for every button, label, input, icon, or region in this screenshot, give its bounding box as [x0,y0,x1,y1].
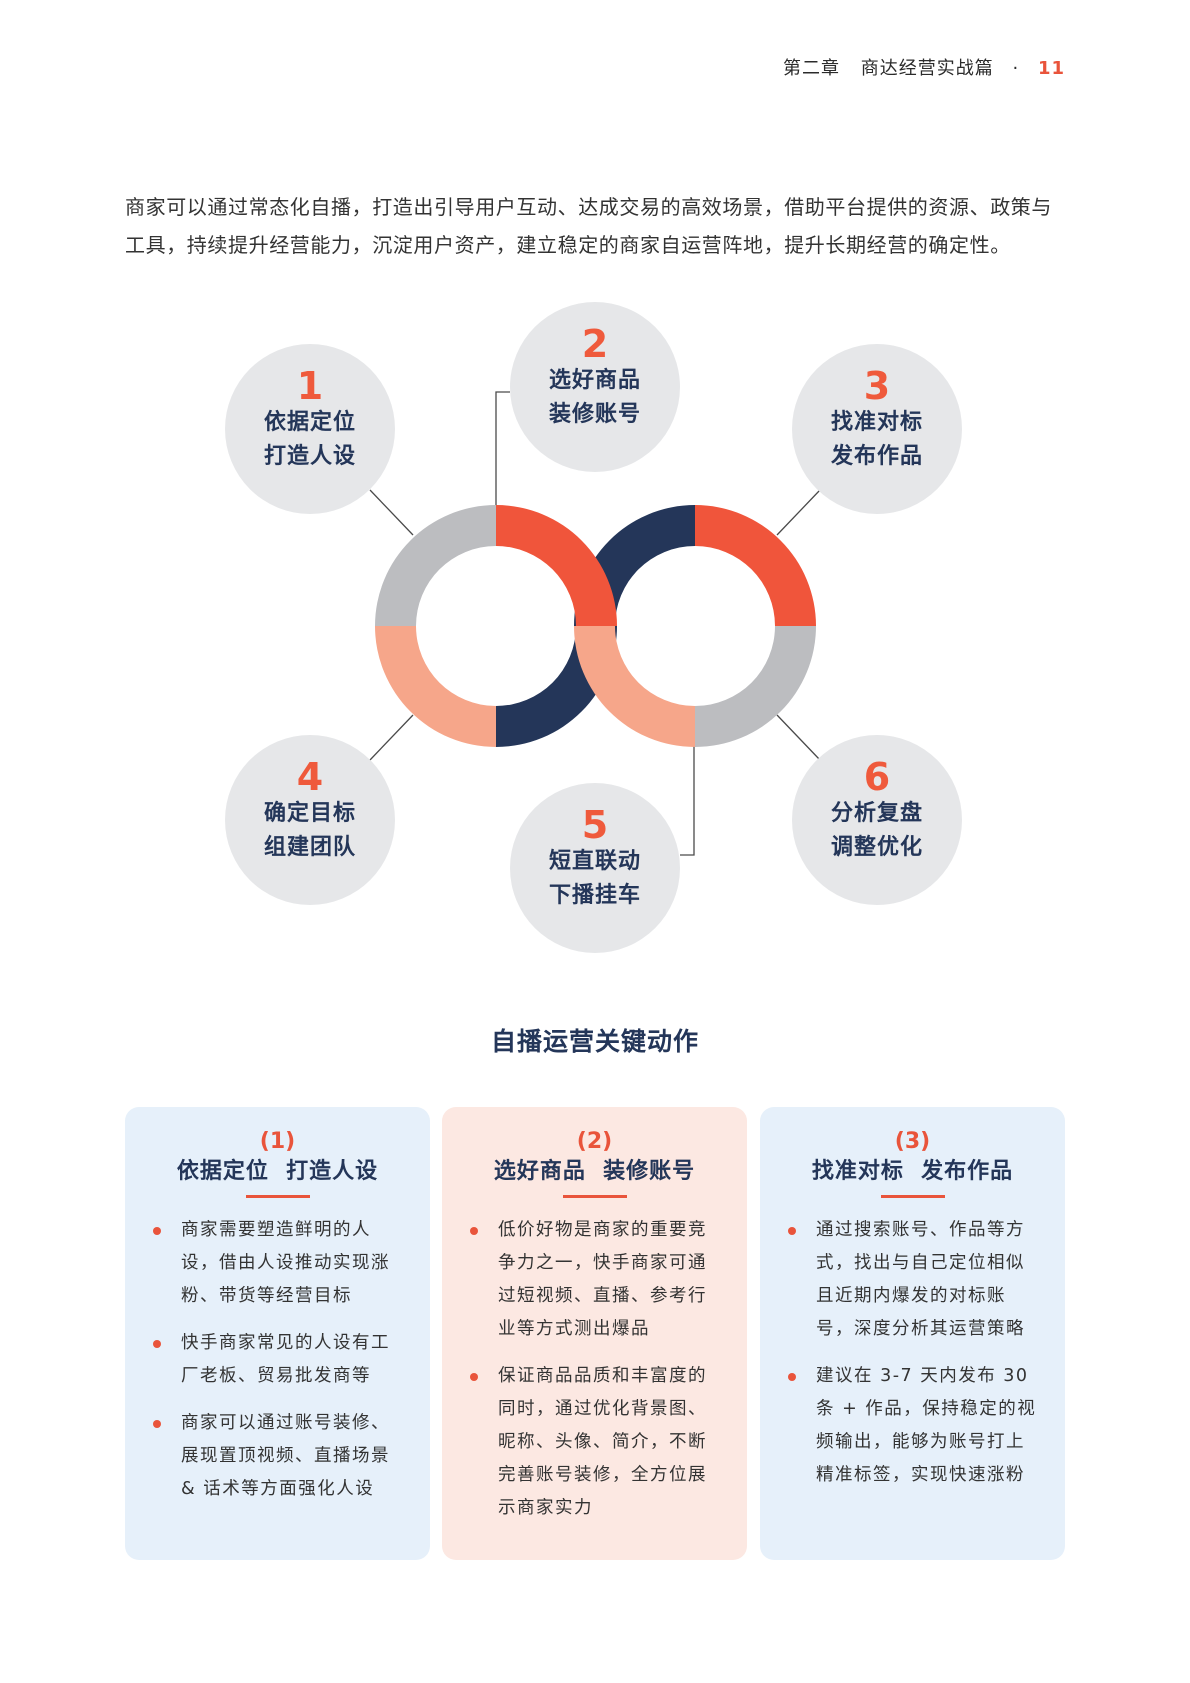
card-bullet: 保证商品品质和丰富度的同时，通过优化背景图、昵称、头像、简介，不断完善账号装修，… [464,1360,725,1525]
left-ring-red-segment [496,505,617,626]
card-number: (1) [259,1129,296,1154]
connector-2 [495,391,510,506]
step-label-line2: 下播挂车 [548,883,641,908]
step-bubble-6: 6 分析复盘 调整优化 [792,735,962,905]
step-label-line2: 打造人设 [263,444,356,469]
card-bullet: 建议在 3-7 天内发布 30 条 + 作品，保持稳定的视频输出，能够为账号打上… [782,1360,1043,1492]
step-number: 6 [863,755,891,799]
step-label-line2: 组建团队 [263,835,356,860]
step-bubble-2: 2 选好商品 装修账号 [510,302,680,472]
step-label-line1: 选好商品 [548,368,641,393]
infinity-ring-diagram [369,391,821,856]
connector-4 [369,714,414,761]
title-underline [880,1195,945,1198]
step-bubble-1: 1 依据定位 打造人设 [225,344,395,514]
running-header: 第二章 商达经营实战篇 · 11 [783,54,1065,80]
connector-3 [776,489,821,536]
step-label-line1: 分析复盘 [830,801,923,826]
step-label-line2: 发布作品 [830,444,923,469]
header-separator: · [1012,58,1020,79]
connector-6 [776,714,821,761]
card-bullet-list: 通过搜索账号、作品等方式，找出与自己定位相似且近期内爆发的对标账号，深度分析其运… [782,1214,1043,1492]
connector-1 [369,489,414,536]
card-bullet-list: 低价好物是商家的重要竞争力之一，快手商家可通过短视频、直播、参考行业等方式测出爆… [464,1214,725,1525]
title-underline [562,1195,627,1198]
step-label-line1: 短直联动 [548,849,641,874]
action-card-2: (2) 选好商品 装修账号 低价好物是商家的重要竞争力之一，快手商家可通过短视频… [442,1107,747,1560]
card-bullet: 低价好物是商家的重要竞争力之一，快手商家可通过短视频、直播、参考行业等方式测出爆… [464,1214,725,1346]
chapter-label: 第二章 [783,58,840,79]
section-label: 商达经营实战篇 [860,58,994,79]
step-number: 1 [296,364,324,408]
step-number: 4 [296,755,324,799]
card-title: 找准对标 发布作品 [811,1159,1014,1184]
title-underline [245,1195,310,1198]
page-number: 11 [1037,58,1065,79]
step-label-line1: 依据定位 [263,410,356,435]
right-ring-gray-segment [695,626,816,747]
card-bullet: 商家可以通过账号装修、展现置顶视频、直播场景 & 话术等方面强化人设 [147,1407,408,1506]
card-title: 依据定位 打造人设 [176,1159,379,1184]
intro-paragraph: 商家可以通过常态化自播，打造出引导用户互动、达成交易的高效场景，借助平台提供的资… [125,195,1052,257]
step-number: 5 [581,803,609,847]
step-label-line2: 装修账号 [548,402,641,427]
left-ring-gray-segment [375,505,496,626]
right-ring-red-segment [695,505,816,626]
card-bullet: 商家需要塑造鲜明的人设，借由人设推动实现涨粉、带货等经营目标 [147,1214,408,1313]
step-bubble-5: 5 短直联动 下播挂车 [510,783,680,953]
action-card-1: (1) 依据定位 打造人设 商家需要塑造鲜明的人设，借由人设推动实现涨粉、带货等… [125,1107,430,1560]
step-number: 3 [863,364,891,408]
card-bullet-list: 商家需要塑造鲜明的人设，借由人设推动实现涨粉、带货等经营目标 快手商家常见的人设… [147,1214,408,1506]
card-bullet: 快手商家常见的人设有工厂老板、贸易批发商等 [147,1327,408,1393]
card-number: (3) [894,1129,931,1154]
connector-lines [369,391,821,856]
section-title: 自播运营关键动作 [490,1027,699,1056]
card-number: (2) [576,1129,613,1154]
card-bullet: 通过搜索账号、作品等方式，找出与自己定位相似且近期内爆发的对标账号，深度分析其运… [782,1214,1043,1346]
step-label-line1: 确定目标 [263,801,356,826]
connector-5 [680,745,695,856]
step-bubble-3: 3 找准对标 发布作品 [792,344,962,514]
right-ring-salmon-segment [574,626,695,747]
card-title: 选好商品 装修账号 [493,1159,696,1184]
step-label-line1: 找准对标 [830,410,923,435]
action-card-3: (3) 找准对标 发布作品 通过搜索账号、作品等方式，找出与自己定位相似且近期内… [760,1107,1065,1560]
left-ring-salmon-segment [375,626,496,747]
step-label-line2: 调整优化 [830,835,923,860]
step-number: 2 [581,322,609,366]
step-bubble-4: 4 确定目标 组建团队 [225,735,395,905]
